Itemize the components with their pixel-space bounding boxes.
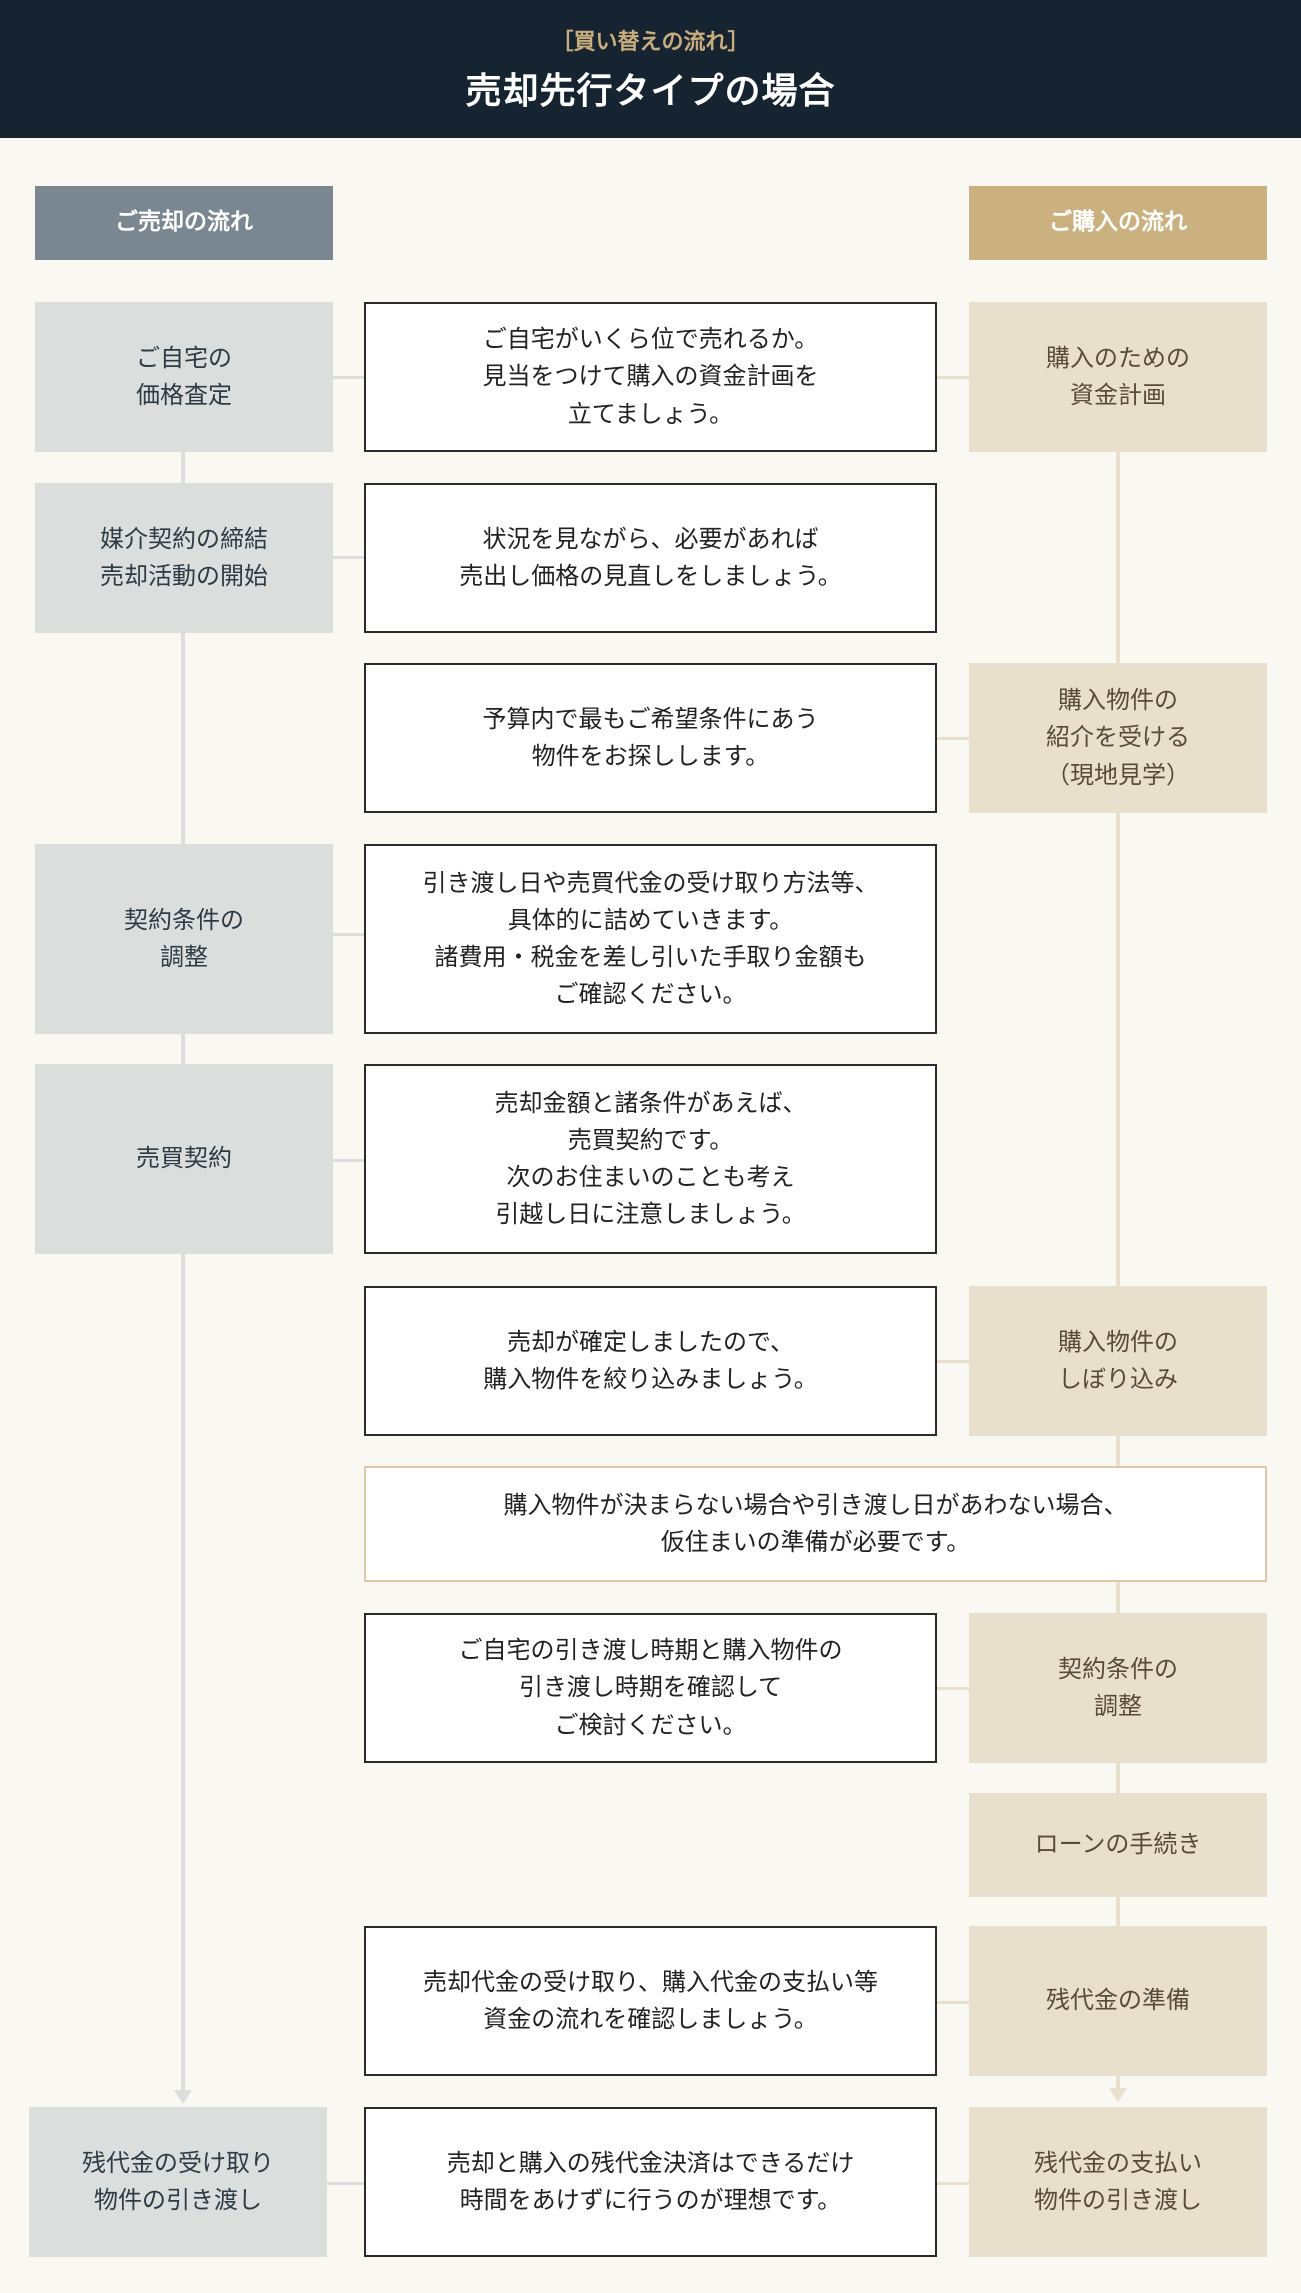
sell-flow-line xyxy=(181,450,185,2092)
header-subtitle: ［買い替えの流れ］ xyxy=(551,29,750,55)
description-box: 状況を見ながら、必要があれば 売出し価格の見直しをしましょう。 xyxy=(364,483,937,633)
buy-step-property-introduction: 購入物件の 紹介を受ける （現地見学） xyxy=(969,663,1267,813)
connector xyxy=(936,376,970,379)
temporary-housing-note: 購入物件が決まらない場合や引き渡し日があわない場合、 仮住まいの準備が必要です。 xyxy=(364,1466,1267,1582)
buy-flow-line xyxy=(1116,450,1120,2090)
description-box: 引き渡し日や売買代金の受け取り方法等、 具体的に詰めていきます。 諸費用・税金を… xyxy=(364,844,937,1034)
connector xyxy=(332,933,366,936)
sell-column-header: ご売却の流れ xyxy=(35,186,333,260)
description-box: 売却が確定しましたので、 購入物件を絞り込みましょう。 xyxy=(364,1286,937,1436)
sell-step-appraisal: ご自宅の 価格査定 xyxy=(35,302,333,452)
connector xyxy=(936,2001,970,2004)
buy-step-loan-procedure: ローンの手続き xyxy=(969,1793,1267,1897)
connector xyxy=(332,376,366,379)
buy-step-payment-delivery: 残代金の支払い 物件の引き渡し xyxy=(969,2107,1267,2257)
buy-step-terms-adjustment: 契約条件の 調整 xyxy=(969,1613,1267,1763)
description-box: 売却代金の受け取り、購入代金の支払い等 資金の流れを確認しましょう。 xyxy=(364,1926,937,2076)
buy-step-narrowing-down: 購入物件の しぼり込み xyxy=(969,1286,1267,1436)
description-box: 予算内で最もご希望条件にあう 物件をお探しします。 xyxy=(364,663,937,813)
sell-step-settlement-delivery: 残代金の受け取り 物件の引き渡し xyxy=(29,2107,327,2257)
connector xyxy=(936,2182,970,2185)
buy-step-balance-preparation: 残代金の準備 xyxy=(969,1926,1267,2076)
description-box: ご自宅の引き渡し時期と購入物件の 引き渡し時期を確認して ご検討ください。 xyxy=(364,1613,937,1763)
sell-flow-arrow xyxy=(174,2090,192,2104)
connector xyxy=(326,2182,366,2185)
connector xyxy=(936,1360,970,1363)
connector xyxy=(332,556,366,559)
sell-step-brokerage-contract: 媒介契約の締結 売却活動の開始 xyxy=(35,483,333,633)
buy-flow-arrow xyxy=(1109,2088,1127,2102)
connector xyxy=(936,737,970,740)
description-box: 売却と購入の残代金決済はできるだけ 時間をあけずに行うのが理想です。 xyxy=(364,2107,937,2257)
buy-column-header: ご購入の流れ xyxy=(969,186,1267,260)
connector xyxy=(332,1159,366,1162)
description-box: 売却金額と諸条件があえば、 売買契約です。 次のお住まいのことも考え 引越し日に… xyxy=(364,1064,937,1254)
sell-step-terms-adjustment: 契約条件の 調整 xyxy=(35,844,333,1034)
header-banner: ［買い替えの流れ］ 売却先行タイプの場合 xyxy=(0,0,1301,138)
description-box: ご自宅がいくら位で売れるか。 見当をつけて購入の資金計画を 立てましょう。 xyxy=(364,302,937,452)
connector xyxy=(936,1687,970,1690)
header-title: 売却先行タイプの場合 xyxy=(465,71,836,112)
sell-step-sales-contract: 売買契約 xyxy=(35,1064,333,1254)
buy-step-funding-plan: 購入のための 資金計画 xyxy=(969,302,1267,452)
